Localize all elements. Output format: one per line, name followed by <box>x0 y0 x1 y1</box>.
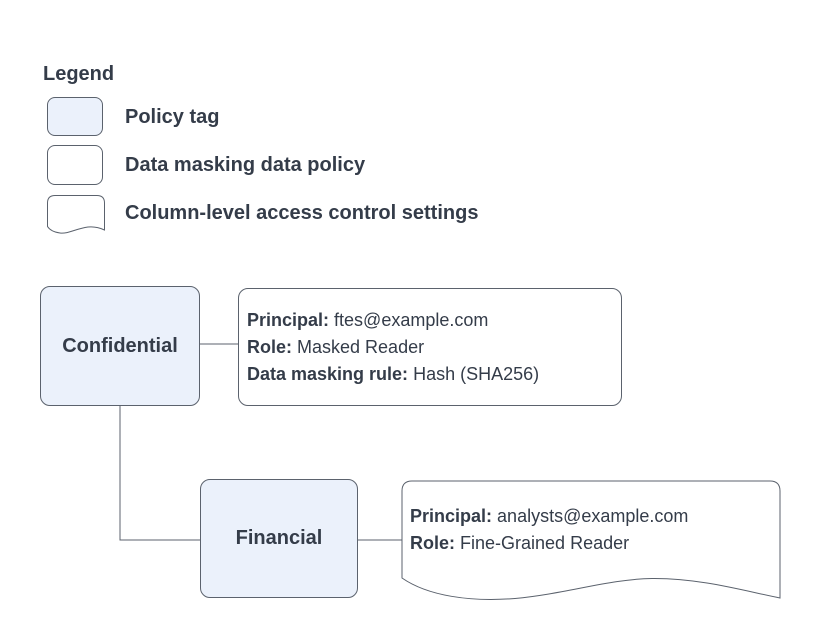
confidential-label: Confidential <box>62 334 178 357</box>
role-value: Fine-Grained Reader <box>460 533 630 553</box>
masking-policy-rule-line: Data masking rule: Hash (SHA256) <box>247 361 621 388</box>
masking-rule-key: Data masking rule: <box>247 363 409 384</box>
legend-swatch-column-access <box>47 195 105 234</box>
node-masking-data-policy: Principal: ftes@example.com Role: Masked… <box>238 288 622 406</box>
principal-key: Principal: <box>410 506 493 526</box>
masking-policy-principal-line: Principal: ftes@example.com <box>247 307 621 334</box>
node-financial-policy-tag: Financial <box>200 479 358 598</box>
masking-policy-role-line: Role: Masked Reader <box>247 334 621 361</box>
legend-swatch-policy-tag <box>47 97 103 136</box>
node-column-access-settings: Principal: analysts@example.com Role: Fi… <box>410 503 688 557</box>
role-key: Role: <box>247 336 292 357</box>
legend-item-policy-tag: Policy tag <box>125 106 220 128</box>
node-confidential-policy-tag: Confidential <box>40 286 200 406</box>
principal-key: Principal: <box>247 309 330 330</box>
principal-value: analysts@example.com <box>497 506 689 526</box>
column-access-role-line: Role: Fine-Grained Reader <box>410 530 688 557</box>
column-access-principal-line: Principal: analysts@example.com <box>410 503 688 530</box>
connector-confidential-financial <box>119 406 200 541</box>
principal-value: ftes@example.com <box>334 309 489 330</box>
masking-rule-value: Hash (SHA256) <box>413 363 540 384</box>
legend-item-column-access: Column-level access control settings <box>125 202 479 224</box>
legend-title: Legend <box>43 63 115 85</box>
column-access-document-shape <box>401 480 781 600</box>
legend-item-data-policy: Data masking data policy <box>125 154 366 176</box>
financial-label: Financial <box>235 527 323 549</box>
legend-swatch-data-policy <box>47 145 103 185</box>
role-key: Role: <box>410 533 455 553</box>
role-value: Masked Reader <box>297 336 425 357</box>
